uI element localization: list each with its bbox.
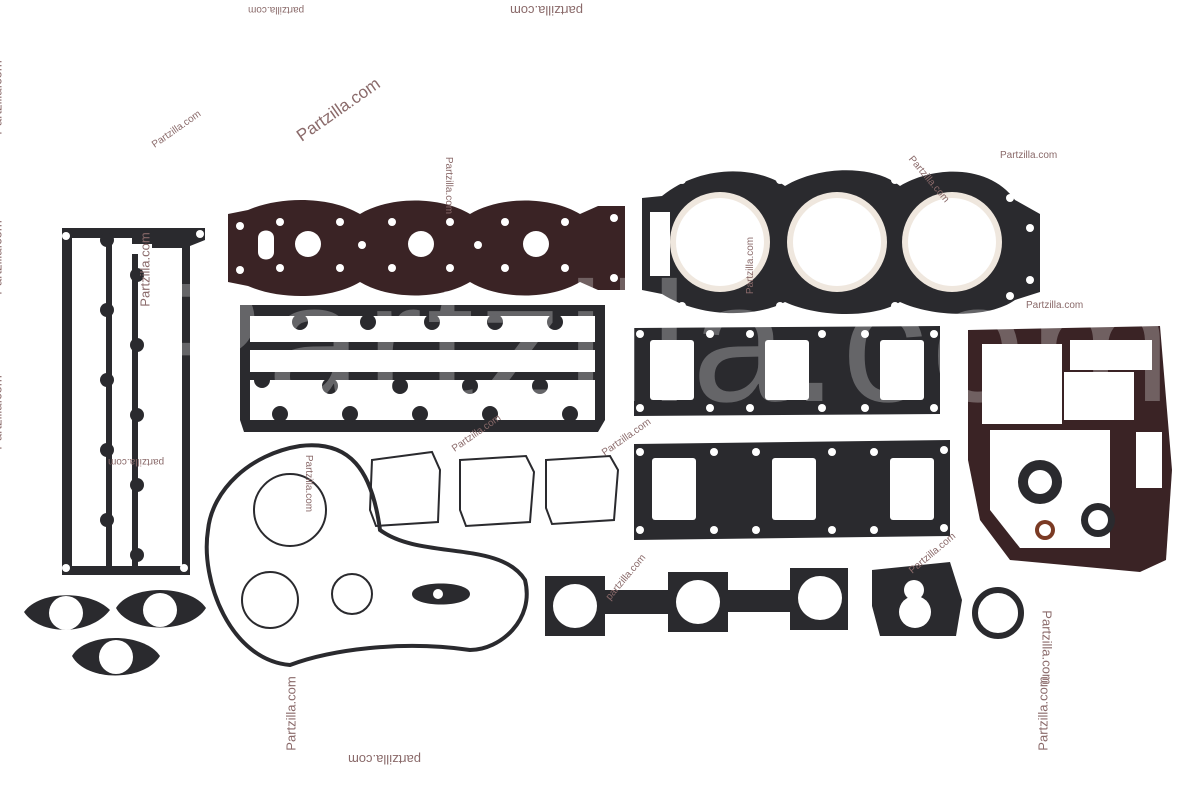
powerhead-base-gasket (204, 443, 529, 668)
cylinder-head-gasket (642, 170, 1040, 314)
cylinder-head-cover-gasket (228, 199, 625, 297)
pump-gaskets (368, 450, 620, 528)
exhaust-manifold-gasket (240, 305, 605, 432)
thermostat-gasket (872, 562, 962, 636)
intake-gasket-lower (634, 440, 950, 540)
midsection-gasket-right (968, 326, 1172, 572)
flange-gaskets (24, 590, 206, 676)
transfer-port-gasket (545, 568, 848, 636)
exhaust-cover-gasket-left (62, 228, 205, 575)
intake-gasket-upper (634, 326, 940, 416)
o-ring (972, 587, 1024, 639)
